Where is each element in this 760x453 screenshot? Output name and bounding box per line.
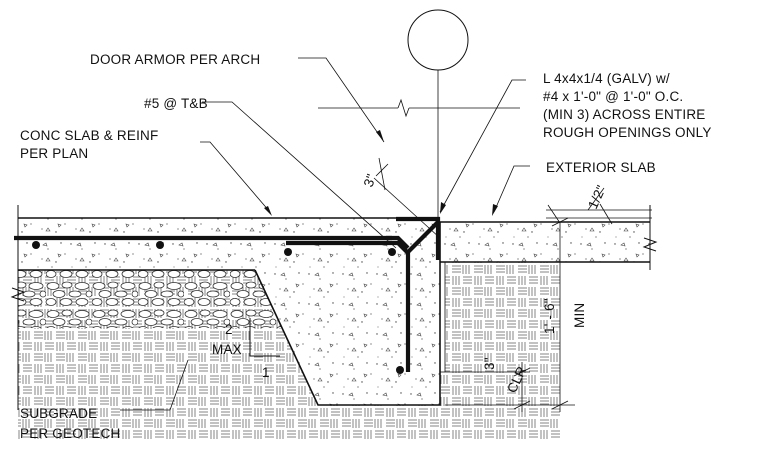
break-symbol-right [642,237,658,252]
break-symbol-left [10,287,26,302]
rebar-dot [32,241,40,249]
label-angle-line3: (MIN 3) ACROSS ENTIRE [543,107,705,122]
grid-bubble [407,9,469,71]
label-slope-max: MAX [212,342,242,357]
rebar-dot [396,366,404,374]
rebar-dot [388,248,396,256]
rebar-dot [284,248,292,256]
label-rebar-tb: #5 @ T&B [144,96,208,111]
rebar-dot [156,241,164,249]
leaders [120,57,530,411]
label-dim-min: MIN [572,303,587,328]
label-dim-3in-clr: 3" [482,357,497,370]
rebar [14,216,441,374]
soil-mask-right [560,262,760,453]
dimensions [249,157,652,412]
concrete-fill [18,218,650,405]
door-reference [318,9,520,218]
label-dim-half-in: 1/2" [585,183,609,211]
label-dim-depth: 1' - 6" [542,298,557,334]
angle-l-section [396,216,441,260]
label-angle-line2: #4 x 1'-0" @ 1'-0" O.C. [543,89,683,104]
label-door-armor: DOOR ARMOR PER ARCH [90,52,260,67]
label-conc-slab-line1: CONC SLAB & REINF [20,128,158,143]
label-subgrade-line1: SUBGRADE [20,406,97,421]
label-slope-run: 1 [262,365,270,380]
label-subgrade-line2: PER GEOTECH [20,426,120,441]
label-angle-line1: L 4x4x1/4 (GALV) w/ [543,71,670,86]
gravel-base [18,270,282,328]
label-exterior-slab: EXTERIOR SLAB [546,160,656,175]
label-angle-line4: ROUGH OPENINGS ONLY [543,125,712,140]
slab-outlines [10,205,658,410]
label-slope-rise: 2 [225,322,233,337]
label-dim-3in-top: 3" [361,172,379,189]
annotations: DOOR ARMOR PER ARCH #5 @ T&B CONC SLAB &… [20,52,712,441]
label-conc-slab-line2: PER PLAN [20,146,88,161]
